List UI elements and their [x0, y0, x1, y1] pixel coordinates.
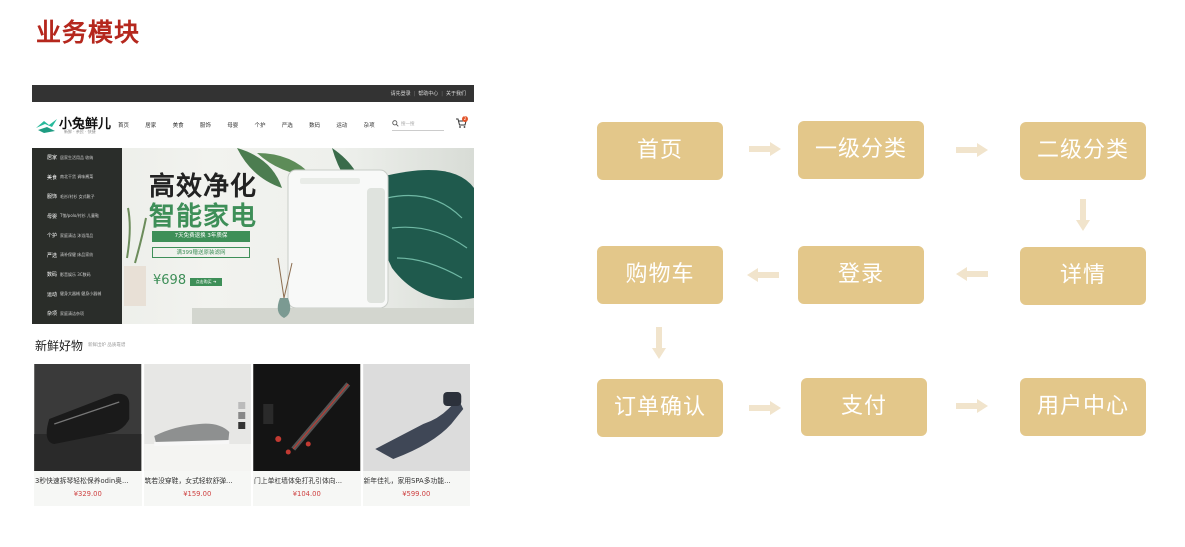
arrow-right-icon [956, 399, 988, 413]
flow-node-category-1: 一级分类 [798, 121, 924, 179]
divider: | [413, 90, 416, 97]
buy-button[interactable]: 点击购买 ➔ [190, 278, 222, 286]
nav-item-sports[interactable]: 运动 [336, 123, 348, 129]
main-nav: 首页 居家 美食 服饰 母婴 个护 严选 数码 运动 杂项 [118, 121, 391, 129]
search-input[interactable]: 搜一搜 [392, 117, 444, 131]
banner-price: ¥698 [153, 273, 187, 288]
pull-up-bar-image [253, 364, 361, 471]
banner-subheadline: 智能家电 [149, 202, 258, 232]
nav-item-misc[interactable]: 杂项 [363, 123, 375, 129]
divider: | [441, 90, 443, 97]
massage-mat-image [362, 364, 470, 471]
search-icon [392, 120, 399, 127]
category-item[interactable]: 服饰毛衫/衬衫 女式靴子 [47, 193, 95, 201]
nav-item-home-living[interactable]: 居家 [145, 123, 157, 129]
product-price: ¥104.00 [292, 490, 321, 498]
nav-item-digital[interactable]: 数码 [309, 123, 321, 129]
banner-illustration [124, 148, 474, 324]
product-price: ¥599.00 [402, 490, 431, 498]
cart-count-badge: 2 [462, 116, 468, 122]
nav-item-clothing[interactable]: 服饰 [199, 123, 211, 129]
banner-gift-badge: 满399赠送原装滤网 [152, 247, 250, 258]
nav-item-care[interactable]: 个护 [254, 123, 266, 129]
nav-item-selected[interactable]: 严选 [281, 123, 293, 129]
flow-node-payment: 支付 [801, 378, 927, 436]
arrow-down-icon [1076, 199, 1090, 231]
flow-node-user-center: 用户中心 [1020, 378, 1146, 436]
category-item[interactable]: 居家居家生活用品 收纳 [47, 154, 94, 162]
product-name: 新年佳礼，家用SPA多功能... [363, 477, 451, 485]
flow-node-order-confirm: 订单确认 [597, 379, 723, 437]
product-list: 3秒快速拆琴轻松保养odin奥... ¥329.00 筑若没穿鞋，女式轻软舒弹.… [34, 364, 470, 506]
page-title: 业务模块 [36, 18, 141, 47]
product-card[interactable]: 筑若没穿鞋，女式轻软舒弹... ¥159.00 [143, 364, 251, 506]
product-card[interactable]: 3秒快速拆琴轻松保养odin奥... ¥329.00 [34, 364, 142, 506]
flow-node-detail: 详情 [1020, 247, 1146, 305]
product-price: ¥159.00 [183, 490, 212, 498]
category-item[interactable]: 个护家庭清洁 沐浴用品 [47, 232, 94, 240]
top-bar: 请先登录 | 帮助中心 | 关于我们 [32, 85, 474, 102]
flow-node-home: 首页 [597, 122, 723, 180]
product-card[interactable]: 门上单杠墙体免打孔引体向... ¥104.00 [253, 364, 361, 506]
category-item[interactable]: 数码影音娱乐 3C数码 [47, 271, 91, 279]
arrow-right-icon [749, 401, 781, 415]
banner-promo-badge: 7天免费退换 3年质保 [152, 231, 250, 242]
product-name: 门上单杠墙体免打孔引体向... [254, 477, 343, 485]
category-item[interactable]: 严选清补保健 床品家纺 [47, 252, 94, 259]
arrow-down-icon [652, 327, 666, 359]
logo-slogan: 新鲜 · 亲民 · 快捷 [64, 129, 96, 134]
website-mockup: 请先登录 | 帮助中心 | 关于我们 小兔鲜儿 新鲜 · 亲民 · 快捷 首页 … [32, 85, 474, 510]
section-subtitle: 新鲜出炉 品质靠谱 [88, 343, 126, 348]
flow-node-login: 登录 [798, 246, 924, 304]
about-link[interactable]: 关于我们 [445, 91, 466, 97]
logo[interactable]: 小兔鲜儿 新鲜 · 亲民 · 快捷 [35, 113, 112, 137]
help-link[interactable]: 帮助中心 [418, 91, 439, 97]
shoe-image [143, 364, 251, 471]
product-name: 筑若没穿鞋，女式轻软舒弹... [144, 477, 233, 485]
nav-item-food[interactable]: 美食 [172, 123, 184, 129]
category-item[interactable]: 美食南北干货 调味酱菜 [47, 174, 94, 181]
arrow-right-icon [749, 142, 781, 156]
search-placeholder: 搜一搜 [401, 121, 415, 127]
logo-text: 小兔鲜儿 [59, 117, 112, 132]
arrow-left-icon [747, 268, 779, 282]
category-item[interactable]: 杂项家庭清洁杂项 [47, 310, 85, 318]
flow-node-cart: 购物车 [597, 246, 723, 304]
site-header: 小兔鲜儿 新鲜 · 亲民 · 快捷 首页 居家 美食 服饰 母婴 个护 严选 数… [32, 102, 474, 147]
product-price: ¥329.00 [73, 490, 102, 498]
harmonica-image [34, 364, 142, 471]
flow-node-category-2: 二级分类 [1020, 122, 1146, 180]
category-item[interactable]: 运动健身大器械 健身小器械 [47, 291, 102, 298]
banner-headline: 高效净化 [149, 172, 258, 202]
nav-item-home[interactable]: 首页 [118, 123, 130, 129]
arrow-left-icon [956, 267, 988, 281]
nav-item-baby[interactable]: 母婴 [227, 123, 239, 129]
product-card[interactable]: 新年佳礼，家用SPA多功能... ¥599.00 [362, 364, 470, 506]
section-title: 新鲜好物 [35, 339, 84, 353]
login-link[interactable]: 请先登录 [390, 91, 411, 97]
product-name: 3秒快速拆琴轻松保养odin奥... [35, 477, 129, 485]
arrow-right-icon [956, 143, 988, 157]
rabbit-logo-icon [36, 119, 57, 133]
